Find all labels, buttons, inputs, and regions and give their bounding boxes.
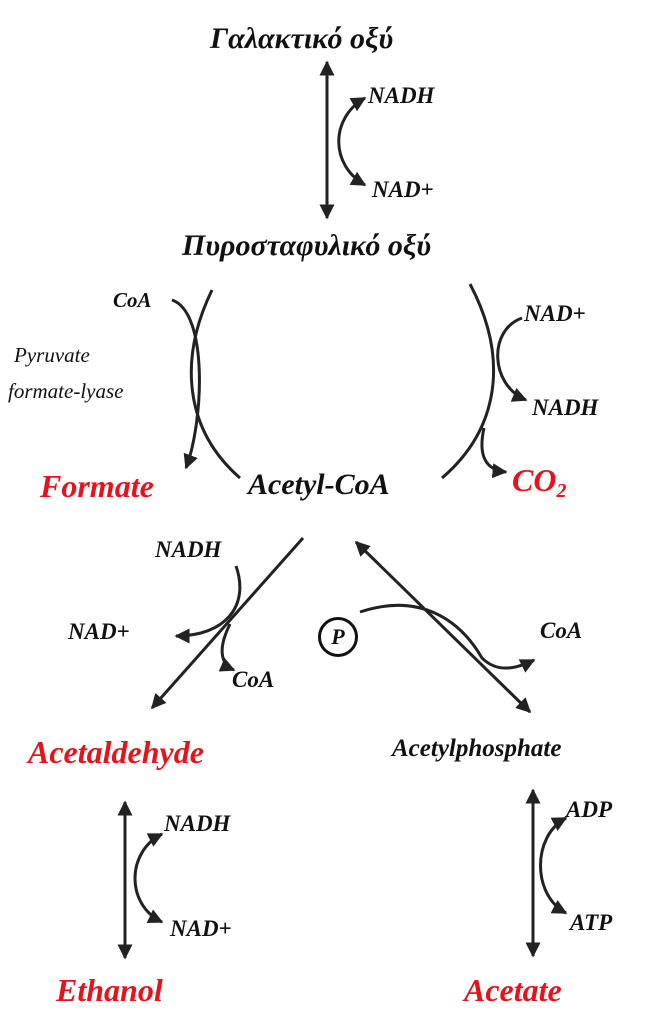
- arrow-pyruvate-acetylcoa-right: [441, 283, 495, 480]
- acetyl-coa-label: Acetyl-CoA: [248, 468, 390, 501]
- coa-left-label: CoA: [113, 288, 152, 312]
- enzyme-label-line2: formate-lyase: [8, 379, 124, 403]
- co2-subscript: 2: [556, 480, 567, 502]
- arrow-coa-formate: [171, 298, 201, 470]
- arrow-p-coa: [359, 603, 536, 673]
- nad-mid-label: NAD+: [68, 619, 130, 644]
- arrow-acetylcoa-acetylphosphate: [354, 540, 532, 714]
- arrow-acetylcoa-acetaldehyde: [150, 537, 305, 710]
- arrow-nad-nadh-right: [496, 316, 528, 402]
- arrow-pyruvate-acetylcoa-left: [189, 289, 241, 480]
- ethanol-label: Ethanol: [56, 972, 163, 1008]
- nad-top-label: NAD+: [372, 177, 434, 202]
- co2-label: CO2: [512, 462, 566, 501]
- acetate-label: Acetate: [464, 972, 562, 1008]
- co2-text: CO: [512, 462, 557, 498]
- coa-right-label: CoA: [540, 618, 583, 643]
- acetylphosphate-label: Acetylphosphate: [392, 735, 562, 762]
- coa-mid-label: CoA: [232, 667, 275, 692]
- adp-label: ADP: [566, 797, 612, 822]
- arrow-nadh-nad-top: [337, 96, 367, 187]
- nadh-mid-label: NADH: [155, 537, 222, 562]
- atp-label: ATP: [570, 910, 613, 935]
- formate-label: Formate: [40, 468, 154, 504]
- nadh-top-label: NADH: [368, 83, 435, 108]
- arrow-coa-mid: [218, 623, 236, 672]
- acetaldehyde-label: Acetaldehyde: [28, 734, 204, 770]
- nad-bottom-label: NAD+: [170, 916, 232, 941]
- arrow-co2: [480, 427, 508, 479]
- pyruvic-acid-label: Πυροσταφυλικό οξύ: [182, 229, 432, 262]
- arrow-nadh-nad-bottom: [133, 832, 164, 924]
- enzyme-label-line1: Pyruvate: [14, 343, 90, 367]
- nadh-bottom-label: NADH: [164, 811, 231, 836]
- nadh-right-label: NADH: [532, 395, 599, 420]
- arrow-nadh-nad-mid: [174, 565, 242, 644]
- nad-right-label: NAD+: [524, 301, 586, 326]
- arrow-adp-atp: [539, 816, 568, 915]
- lactic-acid-label: Γαλακτικό οξύ: [210, 22, 394, 55]
- phosphate-circle: P: [318, 617, 358, 657]
